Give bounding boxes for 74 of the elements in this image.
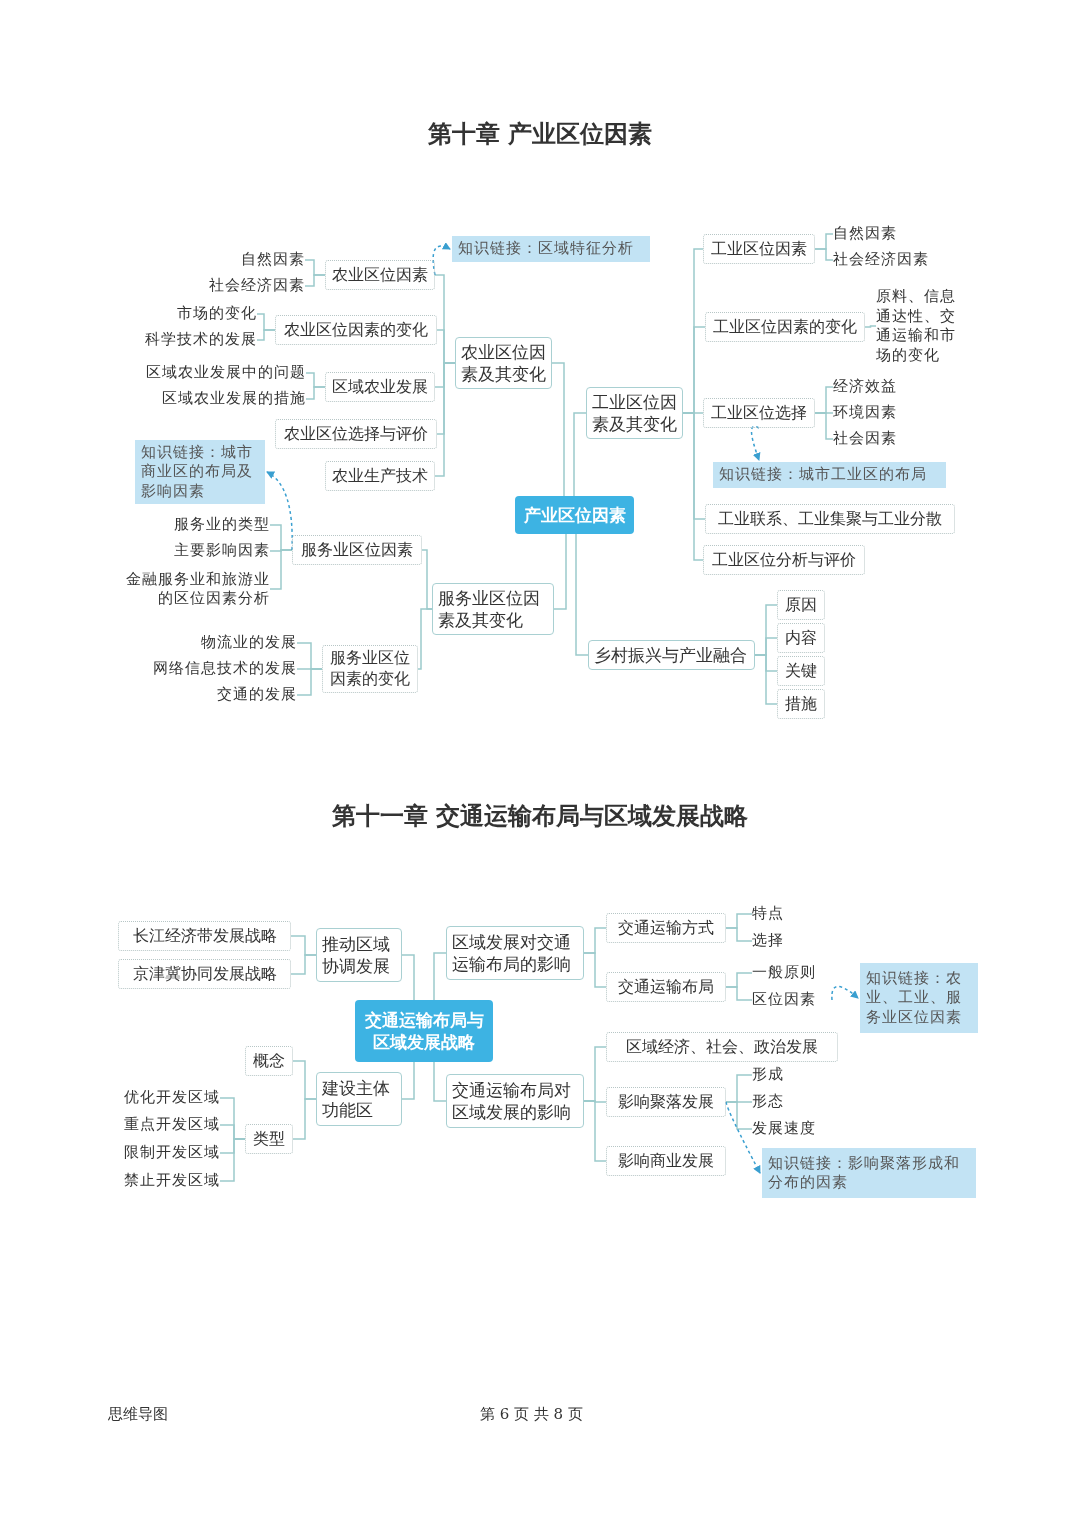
- topic-text: 限制开发区域: [100, 1143, 220, 1163]
- connector-line: [573, 412, 587, 497]
- connector-line: [305, 386, 326, 400]
- connector-line: [551, 362, 565, 497]
- connector-line: [292, 1098, 317, 1140]
- connector-line: [814, 248, 834, 261]
- topic-box: 交通运输布局对区域发展的影响: [446, 1074, 584, 1128]
- connector-line: [583, 952, 607, 988]
- topic-text: 环境因素: [833, 403, 918, 423]
- knowledge-link-box: 知识链接：影响聚落形成和分布的因素: [762, 1148, 976, 1198]
- connector-line: [725, 986, 753, 1001]
- connector-line: [575, 533, 589, 656]
- connector-line: [304, 274, 326, 287]
- topic-text: 一般原则: [752, 963, 832, 983]
- dashed-arrow: [750, 425, 761, 461]
- connector-line: [433, 1061, 447, 1102]
- topic-box: 乡村振兴与产业融合: [588, 640, 755, 670]
- topic-text: 交通的发展: [195, 685, 297, 705]
- topic-text: 发展速度: [752, 1119, 832, 1139]
- topic-text: 社会经济因素: [190, 276, 305, 296]
- connector-line: [401, 1061, 415, 1100]
- topic-text: 社会经济因素: [833, 250, 948, 270]
- connector-line: [401, 954, 415, 1001]
- topic-text: 自然因素: [225, 250, 305, 270]
- topic-box: 建设主体功能区: [316, 1072, 402, 1126]
- connector-line: [256, 329, 276, 341]
- topic-text: 禁止开发区域: [100, 1171, 220, 1191]
- dashed-arrow: [725, 1101, 761, 1174]
- topic-box: 工业区位因素及其变化: [586, 387, 683, 439]
- connector-line: [553, 533, 567, 610]
- topic-text: 物流业的发展: [175, 633, 297, 653]
- page-number: 第 6 页 共 8 页: [480, 1405, 583, 1424]
- topic-text: 经济效益: [833, 377, 918, 397]
- connector-line: [864, 325, 877, 328]
- topic-text: 原料、信息通达性、交通运输和市场的变化: [876, 281, 968, 371]
- topic-text: 形成: [752, 1065, 798, 1085]
- knowledge-link-box: 知识链接：农业、工业、服务业区位因素: [860, 963, 978, 1033]
- connector-line: [433, 952, 447, 1001]
- topic-text: 区位因素: [752, 990, 832, 1010]
- topic-text: 市场的变化: [155, 304, 257, 324]
- topic-box: 推动区域协调发展: [316, 928, 402, 982]
- knowledge-link-box: 知识链接：区域特征分析: [452, 236, 650, 262]
- knowledge-link-box: 知识链接：城市商业区的布局及影响因素: [135, 440, 265, 504]
- topic-text: 金融服务业和旅游业的区位因素分析: [122, 566, 270, 612]
- connector-line: [219, 1138, 246, 1182]
- connector-line: [417, 608, 433, 670]
- topic-box: 服务业区位因素及其变化: [432, 583, 554, 635]
- knowledge-link-box: 知识链接：城市工业区的布局: [713, 462, 946, 488]
- central-topic-box: 产业区位因素: [515, 496, 634, 534]
- topic-text: 社会因素: [833, 429, 918, 449]
- topic-text: 网络信息技术的发展: [130, 659, 297, 679]
- topic-text: 重点开发区域: [100, 1115, 220, 1135]
- topic-text: 形态: [752, 1092, 798, 1112]
- dashed-arrow: [266, 471, 293, 551]
- chapter-title: 第十章 产业区位因素: [426, 119, 654, 150]
- chapter-title: 第十一章 交通运输布局与区域发展战略: [330, 801, 750, 832]
- connector-line: [296, 668, 323, 696]
- topic-text: 服务业的类型: [150, 515, 270, 535]
- connector-line: [290, 954, 317, 975]
- connector-line: [269, 549, 293, 590]
- topic-box: 区域发展对交通运输布局的影响: [446, 926, 584, 980]
- footer-text: 思维导图: [108, 1405, 168, 1424]
- topic-text: 主要影响因素: [150, 541, 270, 561]
- topic-text: 自然因素: [833, 224, 918, 244]
- dashed-arrow: [432, 242, 451, 276]
- topic-text: 选择: [752, 931, 798, 951]
- topic-text: 区域农业发展的措施: [140, 389, 306, 409]
- topic-text: 科学技术的发展: [123, 330, 257, 350]
- connector-line: [725, 927, 753, 942]
- topic-box: 农业区位因素及其变化: [455, 337, 552, 389]
- topic-text: 优化开发区域: [100, 1088, 220, 1108]
- topic-text: 区域农业发展中的问题: [123, 363, 306, 383]
- topic-text: 特点: [752, 904, 798, 924]
- central-topic-box: 交通运输布局与区域发展战略: [355, 1000, 493, 1062]
